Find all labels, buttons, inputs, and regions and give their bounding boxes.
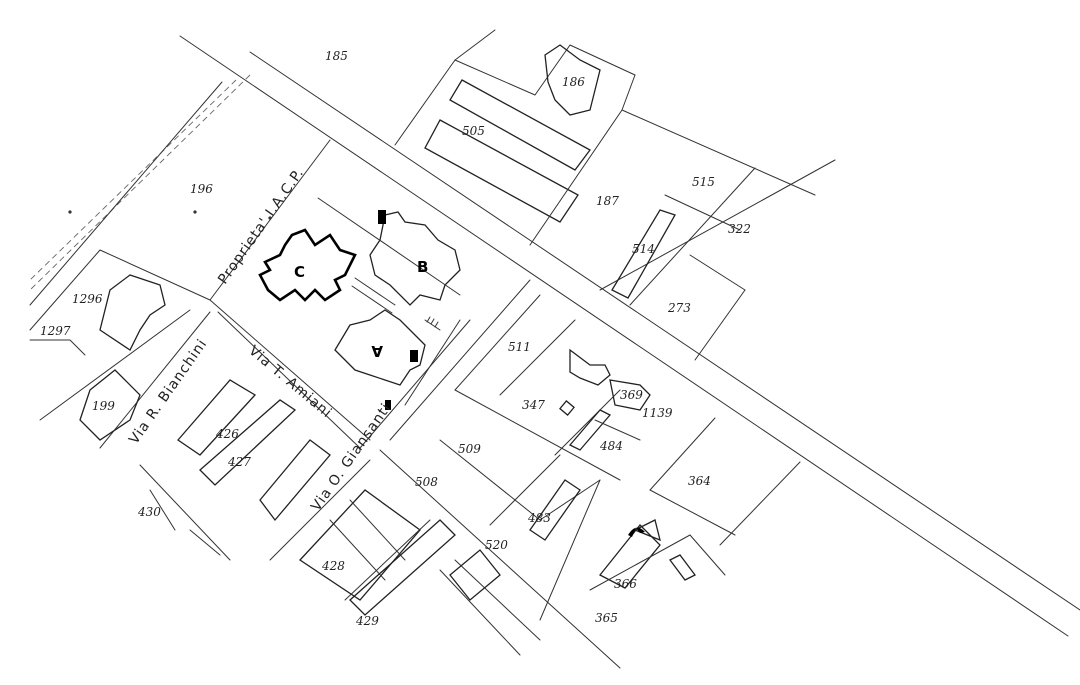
parcel-483: 483 xyxy=(527,511,551,525)
parcel-labels: 185 186 505 187 515 322 514 273 196 1296… xyxy=(40,49,751,628)
parcel-187: 187 xyxy=(596,194,619,208)
parcel-484: 484 xyxy=(599,439,623,453)
left-road-edges xyxy=(29,74,251,306)
parcel-273: 273 xyxy=(667,301,691,315)
parcel-196: 196 xyxy=(190,182,213,196)
building-letters: C B A xyxy=(294,258,428,360)
parcel-185: 185 xyxy=(325,49,348,63)
parcel-347: 347 xyxy=(522,398,545,412)
arrow-marker-icon xyxy=(628,527,645,537)
parcel-365: 365 xyxy=(595,611,618,625)
parcel-511: 511 xyxy=(508,340,531,354)
parcel-369: 369 xyxy=(620,388,643,402)
parcel-430: 430 xyxy=(137,505,161,519)
parcel-505: 505 xyxy=(462,124,485,138)
stair-hatching xyxy=(424,316,441,331)
building-b xyxy=(369,210,461,306)
via-amiani-edges xyxy=(39,299,371,449)
parcel-427: 427 xyxy=(227,455,251,469)
via-bianchini-label: Via R. Bianchini xyxy=(126,336,211,447)
parcel-428: 428 xyxy=(321,559,345,573)
via-giansanti-edges xyxy=(269,279,621,669)
lower-middle-parcels xyxy=(299,489,541,656)
building-c-label: C xyxy=(294,263,305,281)
building-a xyxy=(334,309,426,410)
parcel-186: 186 xyxy=(562,75,585,89)
parcel-199: 199 xyxy=(92,399,115,413)
parcel-366: 366 xyxy=(614,577,637,591)
map-dots xyxy=(68,210,272,220)
parcel-514: 514 xyxy=(632,242,655,256)
parcel-520: 520 xyxy=(485,538,508,552)
left-parcels xyxy=(29,274,331,561)
parcel-1296: 1296 xyxy=(72,292,103,306)
parcel-196-bounds xyxy=(29,139,331,331)
parcel-508: 508 xyxy=(415,475,438,489)
building-b-label: B xyxy=(417,258,428,276)
top-parcels xyxy=(394,29,836,361)
building-a-label: A xyxy=(371,342,383,360)
parcel-426: 426 xyxy=(215,427,239,441)
via-amiani-label: Via T. Amiani xyxy=(245,343,335,422)
main-street-edges xyxy=(179,35,1080,637)
parcel-322: 322 xyxy=(728,222,751,236)
lower-right-parcels xyxy=(454,294,801,621)
parcel-509: 509 xyxy=(458,442,481,456)
parcel-1139: 1139 xyxy=(642,406,673,420)
building-c xyxy=(258,228,357,302)
parcel-429: 429 xyxy=(355,614,379,628)
iacp-connectors xyxy=(317,197,461,406)
street-labels: Proprieta' I.A.C.P. Via R. Bianchini Via… xyxy=(126,165,394,514)
parcel-515: 515 xyxy=(692,175,715,189)
parcel-1297: 1297 xyxy=(40,324,71,338)
parcel-364: 364 xyxy=(688,474,711,488)
